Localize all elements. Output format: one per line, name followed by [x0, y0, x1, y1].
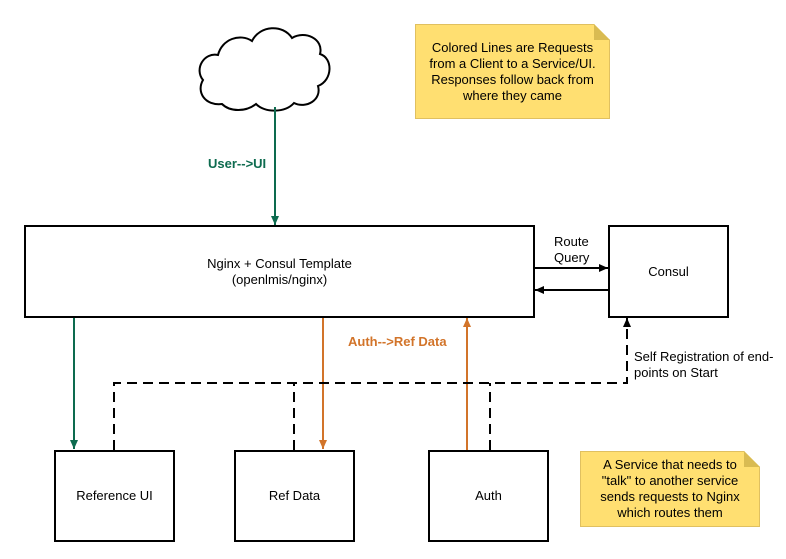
label-user-ui: User-->UI — [208, 156, 267, 171]
label-route-query-2: Query — [554, 250, 590, 265]
note-service-talk: A Service that needs to "talk" to anothe… — [580, 451, 760, 527]
cloud-icon — [198, 27, 331, 112]
nginx-node: Nginx + Consul Template (openlmis/nginx) — [24, 225, 535, 318]
auth-node: Auth — [428, 450, 549, 542]
ref-data-node-label: Ref Data — [268, 488, 321, 503]
label-self-registration-1: Self Registration of end- — [634, 349, 774, 364]
note-service-talk-text: A Service that needs to "talk" to anothe… — [600, 457, 740, 520]
label-route-query-1: Route — [554, 234, 589, 249]
ref-data-node: Ref Data — [234, 450, 355, 542]
label-self-registration-2: points on Start — [634, 365, 718, 380]
note-colored-lines-text: Colored Lines are Requests from a Client… — [429, 39, 596, 103]
consul-node: Consul — [608, 225, 729, 318]
label-auth-ref-data: Auth-->Ref Data — [348, 334, 447, 349]
reference-ui-node-label: Reference UI — [76, 488, 153, 503]
consul-node-label: Consul — [648, 263, 689, 279]
reference-ui-node: Reference UI — [54, 450, 175, 542]
nginx-node-label-line2: (openlmis/nginx) — [231, 271, 328, 287]
note-colored-lines: Colored Lines are Requests from a Client… — [415, 24, 610, 119]
edge-self-registration — [113, 318, 631, 450]
auth-node-label: Auth — [475, 488, 502, 503]
nginx-node-label-line1: Nginx + Consul Template — [207, 255, 352, 271]
